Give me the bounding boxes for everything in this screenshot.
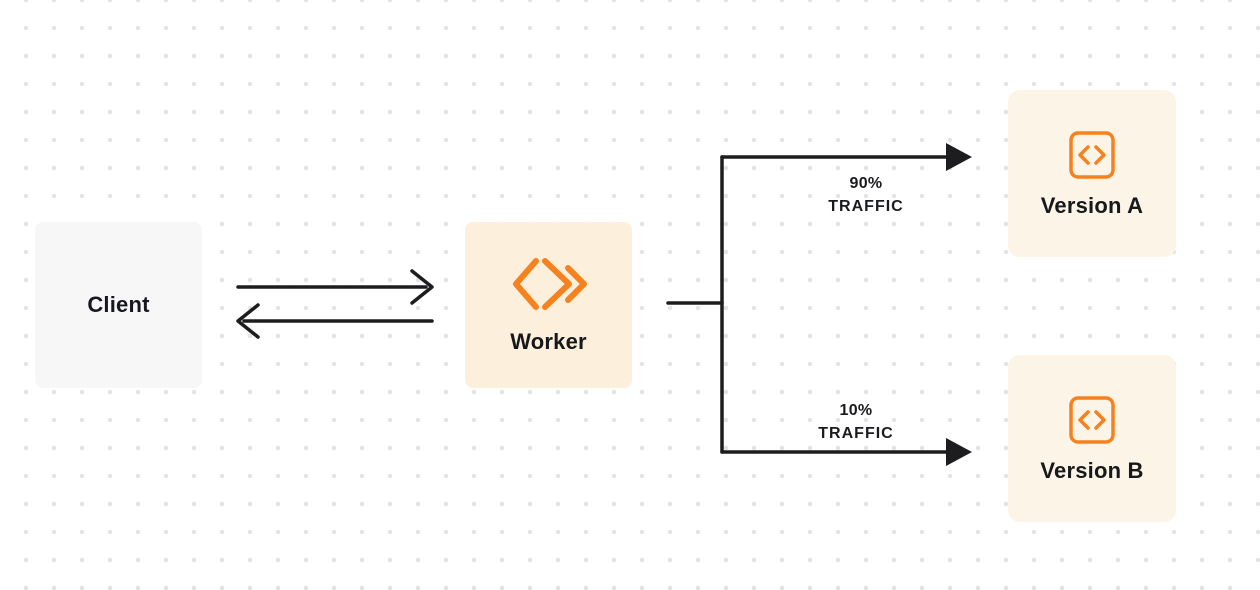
version-b-label: Version B — [1040, 457, 1144, 483]
client-node: Client — [35, 222, 202, 388]
traffic-label-10: 10% TRAFFIC — [781, 399, 931, 445]
traffic-percent-90: 90% — [849, 175, 883, 192]
client-label: Client — [87, 292, 150, 317]
code-box-icon — [1066, 129, 1118, 181]
arrow-worker-to-client-head — [236, 303, 260, 339]
traffic-caption-90: TRAFFIC — [828, 198, 904, 216]
traffic-percent-10: 10% — [839, 402, 873, 419]
arrow-client-to-worker-head — [410, 269, 434, 305]
code-box-icon — [1066, 394, 1118, 446]
traffic-caption-10: TRAFFIC — [818, 425, 894, 443]
version-b-node: Version B — [1008, 355, 1176, 522]
cloudflare-workers-icon — [507, 255, 591, 313]
traffic-label-90: 90% TRAFFIC — [791, 172, 941, 218]
worker-label: Worker — [510, 329, 587, 354]
version-a-node: Version A — [1008, 90, 1176, 257]
branch-to-version-b-head — [946, 438, 972, 466]
worker-node: Worker — [465, 222, 632, 388]
version-a-label: Version A — [1040, 192, 1144, 218]
branch-to-version-a-head — [946, 143, 972, 171]
